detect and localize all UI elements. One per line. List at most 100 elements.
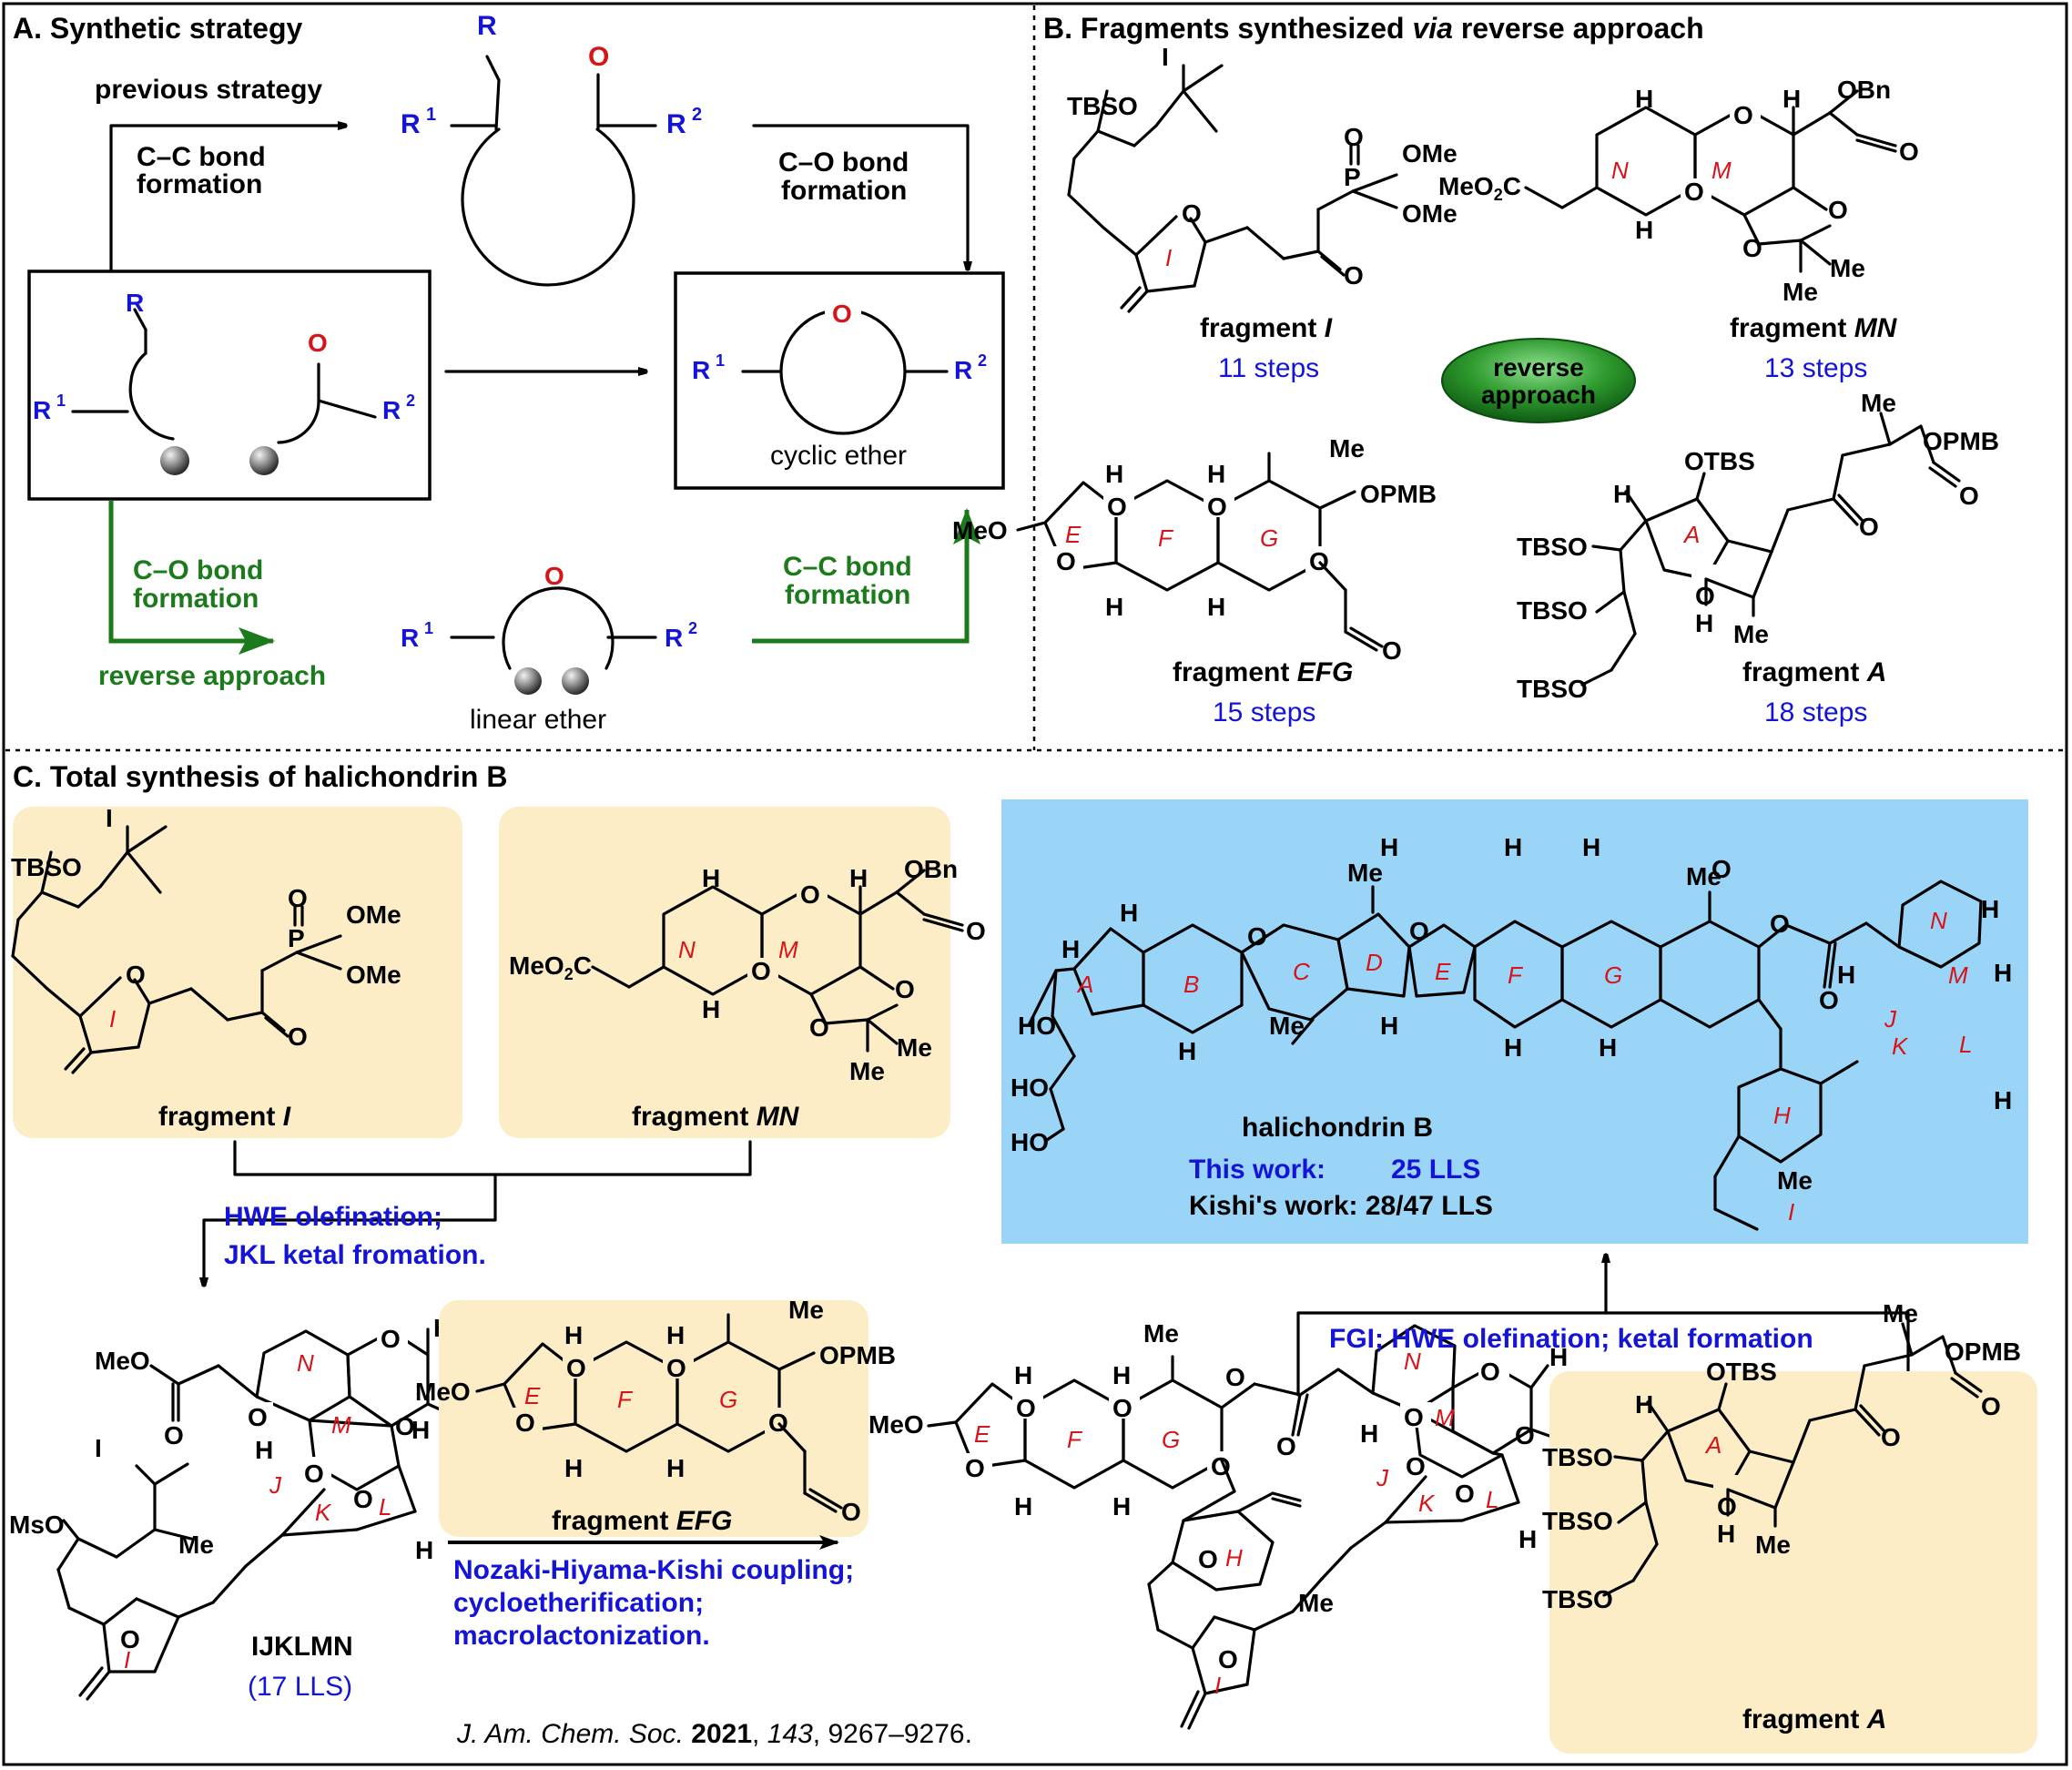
ring-i-label: I (1788, 1198, 1794, 1226)
atom-o: O (395, 1412, 415, 1440)
atom-opmb: OPMB (1923, 427, 1999, 455)
atom-me: Me (849, 1057, 885, 1085)
atom-me: Me (788, 1296, 824, 1324)
atom-o: O (1211, 1452, 1231, 1480)
co-bond-label-line1: C–O bond (778, 148, 909, 178)
atom-o: O (1404, 1403, 1424, 1431)
step2-line1: Nozaki-Hiyama-Kishi coupling; (453, 1555, 854, 1585)
atom-meo: MeO (415, 1378, 471, 1406)
fragment-mn-box (499, 807, 950, 1138)
atom-r2: R (382, 396, 401, 424)
atom-o: O (1733, 101, 1753, 129)
intermediate-name: IJKLMN (251, 1632, 353, 1662)
fragment-mn-label: fragment MN (1730, 313, 1898, 343)
atom-o: O (1382, 636, 1402, 665)
atom-o: O (768, 1409, 788, 1437)
atom-tbso: TBSO (1517, 596, 1588, 625)
atom-i: I (95, 1434, 102, 1462)
atom-me: Me (897, 1033, 932, 1062)
merge-arrow (204, 1173, 497, 1287)
fragment-i-label: fragment I (1200, 313, 1333, 343)
step1-line1: HWE olefination; (224, 1202, 442, 1232)
green-co-label-line1: C–O bond (133, 555, 263, 585)
atom-i: I (106, 804, 113, 832)
atom-h: H (1635, 1390, 1653, 1419)
reverse-path-arrow (108, 501, 275, 655)
atom-o: O (1742, 234, 1762, 262)
atom-r1-sup: 1 (426, 105, 436, 125)
cyclic-ether-label: cyclic ether (770, 441, 907, 471)
atom-h: H (1981, 895, 1999, 923)
reverse-approach-label: reverse approach (98, 661, 326, 691)
ijklmn-structure: MeO O N O H O M H H O J O K O L H I Me M… (9, 1314, 466, 1701)
citation: J. Am. Chem. Soc. 2021, 143, 9267–9276. (456, 1719, 972, 1749)
atom-o: O (515, 1409, 535, 1437)
atom-r1: R (33, 396, 51, 424)
start-box (27, 270, 432, 501)
atom-o: O (1959, 482, 1979, 510)
atom-meo: MeO (868, 1410, 924, 1439)
atom-h: H (564, 1321, 583, 1349)
fragment-mn-label-c: fragment MN (632, 1102, 800, 1132)
atom-h: H (415, 1536, 433, 1564)
fragment-mn-steps: 13 steps (1764, 353, 1867, 383)
atom-r1: R (401, 109, 421, 139)
ring-m-label: M (1711, 157, 1732, 184)
atom-h: H (1504, 1033, 1522, 1062)
linear-ether-label: linear ether (470, 705, 606, 735)
cc-formation-arrow-green (752, 508, 980, 644)
atom-h: H (1061, 935, 1080, 963)
atom-r2-sup: 2 (406, 392, 415, 410)
atom-o: O (1309, 547, 1329, 575)
atom-h: H (255, 1436, 273, 1464)
atom-o: O (120, 1625, 140, 1653)
this-work-label: This work: (1189, 1155, 1325, 1185)
atom-tbso: TBSO (1542, 1585, 1613, 1613)
linear-ether: O R 1 R 2 (401, 561, 697, 695)
atom-h: H (1112, 1361, 1131, 1389)
atom-o: O (1276, 1432, 1296, 1460)
atom-h: H (1178, 1037, 1196, 1065)
fragment-a-label-c: fragment A (1742, 1704, 1886, 1734)
atom-ho: HO (1018, 1012, 1056, 1040)
ring-g-label: G (1604, 961, 1622, 989)
merge-bracket (233, 1140, 752, 1176)
atom-tbso: TBSO (1542, 1507, 1613, 1535)
atom-h: H (1837, 961, 1855, 989)
reverse-approach-badge (1441, 338, 1636, 423)
atom-o: O (1056, 547, 1076, 575)
atom-h: H (1360, 1419, 1378, 1448)
atom-o: O (800, 880, 820, 909)
atom-o: O (248, 1403, 268, 1431)
atom-o: O (1112, 1394, 1132, 1422)
atom-o: O (1409, 917, 1429, 945)
ring-k-label: K (1892, 1032, 1909, 1060)
atom-h: H (1380, 1012, 1398, 1040)
ring-a-label: A (1076, 971, 1093, 998)
atom-o: O (1981, 1392, 2001, 1420)
fragment-efg-label-c: fragment EFG (552, 1506, 732, 1536)
atom-h: H (1504, 833, 1522, 861)
atom-o: O (126, 961, 146, 989)
atom-p: P (1344, 163, 1361, 191)
macrolactone-structure: E F G H H H H O O O O Me MeO O O N O H O… (868, 1319, 1580, 1730)
fragment-a-steps: 18 steps (1764, 697, 1867, 727)
atom-h: H (1014, 1361, 1032, 1389)
atom-r2: R (954, 356, 972, 384)
fragment-a-structure-c: A H O H Me OTBS O Me OPMB O TBSO TBSO TB… (1542, 1299, 2021, 1613)
atom-o: O (1711, 855, 1732, 883)
green-cc-label-line1: C–C bond (783, 552, 912, 582)
atom-ome: OMe (346, 900, 401, 929)
atom-o: O (1695, 582, 1715, 610)
atom-ome: OMe (346, 961, 401, 989)
atom-tbso: TBSO (1542, 1443, 1613, 1471)
atom-meo: MeO (952, 516, 1008, 544)
atom-o: O (666, 1354, 686, 1382)
ring-n-label: N (1611, 157, 1629, 184)
previous-path-arrow (109, 126, 348, 271)
atom-p: P (288, 924, 305, 952)
atom-me: Me (1143, 1319, 1179, 1348)
ring-m-label: M (1435, 1404, 1455, 1431)
atom-h: H (1518, 1525, 1537, 1553)
atom-r2: R (666, 109, 686, 139)
